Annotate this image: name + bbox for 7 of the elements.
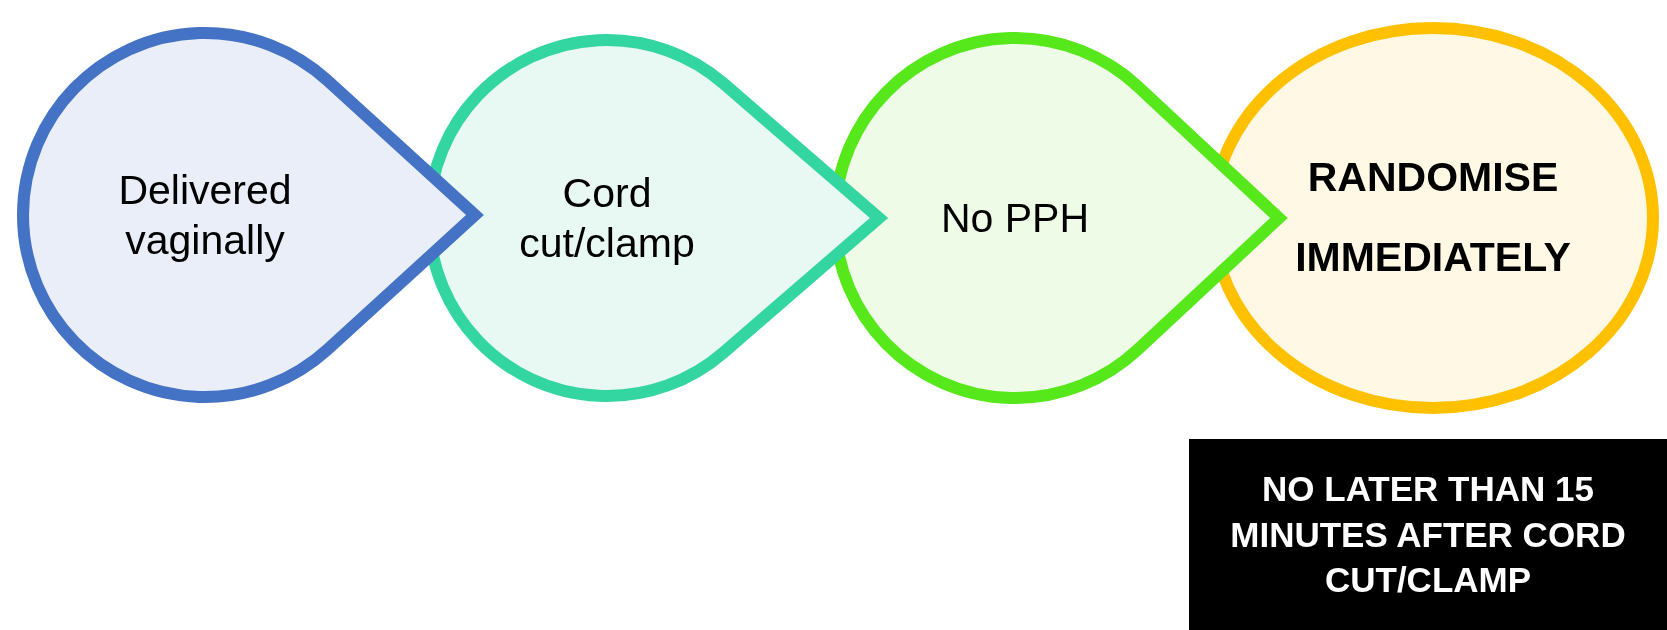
note-text: NO LATER THAN 15 MINUTES AFTER CORD CUT/CLAMP	[1229, 468, 1627, 602]
step-label: Delivered vaginally	[117, 166, 293, 265]
step-label: No PPH	[939, 194, 1091, 243]
step-label: Cord cut/clamp	[518, 169, 696, 268]
teardrop-shape	[17, 27, 484, 403]
note-panel	[1189, 439, 1667, 630]
step-label: RANDOMISE IMMEDIATELY	[1294, 153, 1572, 282]
